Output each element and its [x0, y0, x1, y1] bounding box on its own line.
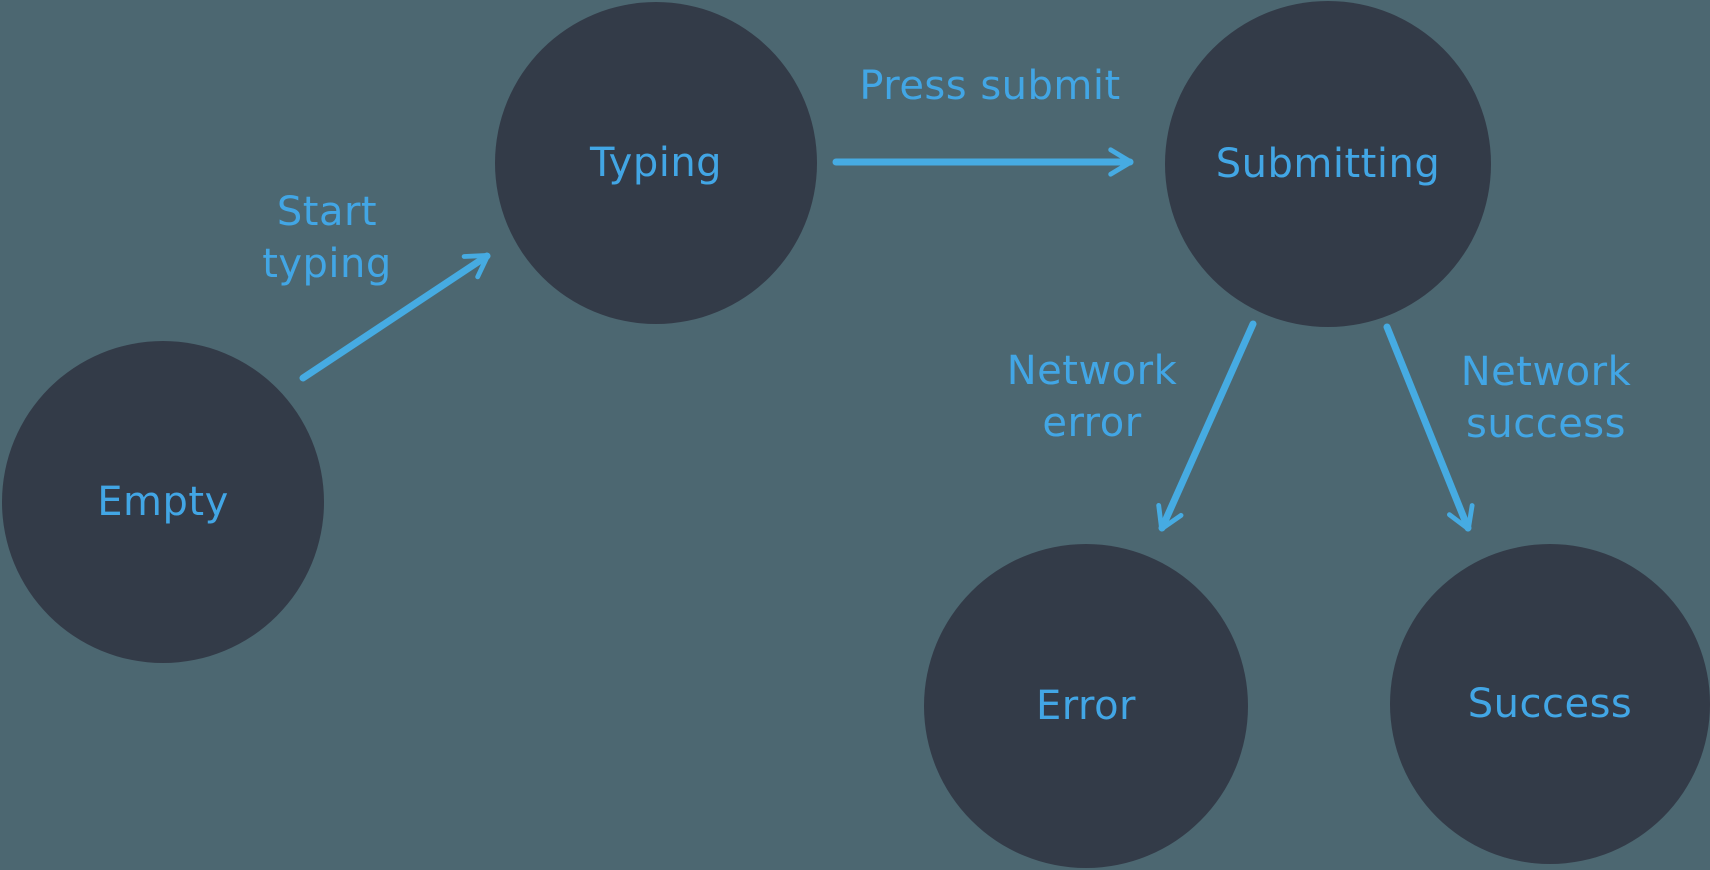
edge-network-error-arrow	[1156, 320, 1257, 532]
edge-network-success-arrow	[1383, 323, 1475, 532]
edge-label-network-success: Network success	[1460, 349, 1632, 447]
node-empty: Empty	[2, 341, 324, 663]
node-success: Success	[1390, 544, 1710, 864]
node-submitting: Submitting	[1165, 1, 1491, 327]
edge-label-network-error: Network error	[1006, 348, 1178, 446]
edge-label-start-typing: Start typing	[262, 189, 392, 287]
edge-start-typing-arrow	[299, 252, 491, 382]
node-success-label: Success	[1467, 681, 1633, 727]
edge-label-press-submit: Press submit	[859, 63, 1121, 109]
node-error-label: Error	[1036, 683, 1136, 729]
node-typing-label: Typing	[589, 140, 723, 186]
node-error: Error	[924, 544, 1248, 868]
node-submitting-label: Submitting	[1215, 141, 1441, 187]
node-typing: Typing	[495, 2, 817, 324]
node-empty-label: Empty	[97, 479, 229, 525]
